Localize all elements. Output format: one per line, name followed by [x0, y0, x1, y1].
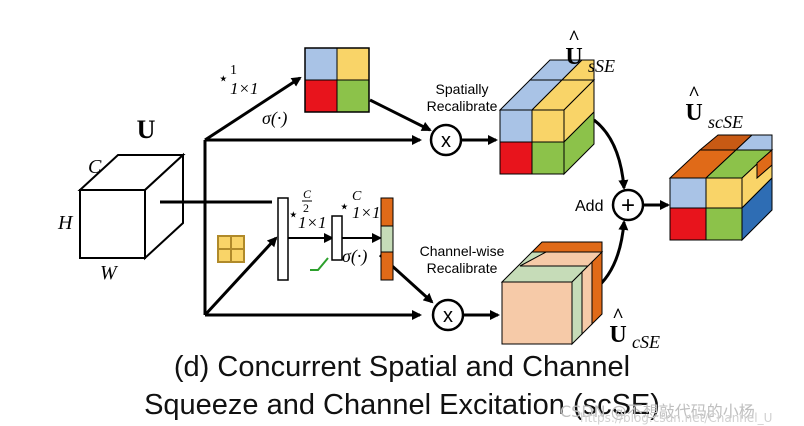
conv-c-sub: 1×1 — [352, 203, 380, 222]
spatially-line2: Recalibrate — [427, 98, 498, 114]
fc-excite-bar — [331, 215, 343, 261]
svg-text:U: U — [565, 44, 582, 70]
label-u: U — [137, 115, 156, 144]
label-u-scse: ^ U scSE — [685, 83, 743, 132]
conv-c2-den: 2 — [303, 201, 309, 215]
conv1-sup: 1 — [230, 63, 237, 78]
channel-vector — [380, 197, 394, 281]
svg-text:^: ^ — [612, 305, 624, 327]
input-cube-u — [77, 152, 186, 261]
conv-c2-num: C — [303, 187, 312, 201]
label-c: C — [88, 156, 102, 178]
conv-c-star: ⋆ — [339, 197, 350, 217]
svg-text:U: U — [685, 100, 702, 126]
spatial-map-tile — [304, 47, 370, 113]
fc-squeeze-bar — [277, 197, 289, 281]
svg-text:scSE: scSE — [708, 112, 743, 132]
channel-line1: Channel-wise — [420, 243, 505, 259]
conv-c-sup: C — [352, 189, 362, 204]
multiply-node-top: x — [429, 123, 463, 157]
spatially-line1: Spatially — [436, 81, 489, 97]
svg-text:x: x — [443, 305, 453, 327]
conv-c2-sub: 1×1 — [298, 213, 326, 232]
svg-text:^: ^ — [568, 27, 580, 49]
relu-icon — [310, 257, 329, 271]
caption-line1: (d) Concurrent Spatial and Channel — [173, 351, 631, 383]
cse-output-cube — [500, 241, 604, 346]
svg-text:^: ^ — [688, 83, 700, 105]
svg-text:+: + — [621, 192, 635, 219]
svg-text:sSE: sSE — [588, 56, 615, 76]
channel-line2: Recalibrate — [427, 260, 498, 276]
label-u-sse: ^ U sSE — [565, 27, 615, 76]
svg-text:cSE: cSE — [632, 332, 660, 352]
connector-lines — [160, 76, 670, 320]
sigma-bottom: σ(·) — [342, 246, 367, 267]
multiply-node-bottom: x — [431, 298, 465, 332]
conv-c2-star: ⋆ — [288, 205, 299, 225]
label-u-cse: ^ U cSE — [609, 305, 660, 352]
svg-text:x: x — [441, 130, 451, 152]
watermark-line1: CSDN @不想敲代码的小杨 — [560, 402, 755, 421]
label-w: W — [100, 262, 119, 284]
sse-output-cube — [498, 59, 596, 176]
global-pool-icon — [217, 235, 245, 263]
svg-text:U: U — [609, 322, 626, 348]
sigma-top: σ(·) — [262, 108, 287, 129]
add-label: Add — [575, 198, 603, 215]
conv1-star: ⋆ — [218, 69, 229, 89]
caption-line2: Squeeze and Channel Excitation (scSE) — [144, 389, 660, 421]
label-h: H — [57, 212, 74, 234]
watermark-line2: https://blog.csdn.net/Channel_U — [580, 411, 773, 425]
add-node: + — [611, 188, 645, 222]
conv1-sub: 1×1 — [230, 79, 258, 98]
scse-output-cube — [668, 134, 774, 242]
